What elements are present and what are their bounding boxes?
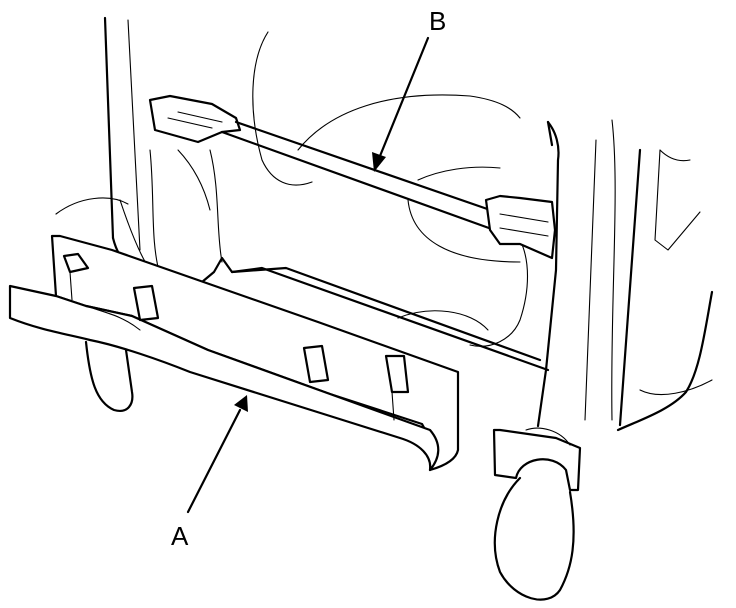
cover-clip-1 (62, 252, 90, 274)
background-contours (55, 31, 713, 396)
label-b: B (429, 6, 446, 36)
leader-line-b (378, 36, 430, 158)
right-frame-post (492, 119, 714, 601)
cover-clip-3 (302, 344, 330, 384)
frame-cross-rail (200, 256, 550, 372)
leader-line-a (186, 408, 242, 514)
cover-clip-2 (132, 284, 160, 322)
cover-a (8, 234, 460, 472)
leader-arrowhead-b (372, 152, 386, 172)
leader-arrowhead-a (234, 395, 248, 412)
rod-b (148, 94, 557, 260)
cover-clip-4 (384, 354, 410, 394)
callout-leaders (186, 36, 430, 514)
label-a: A (171, 521, 189, 551)
